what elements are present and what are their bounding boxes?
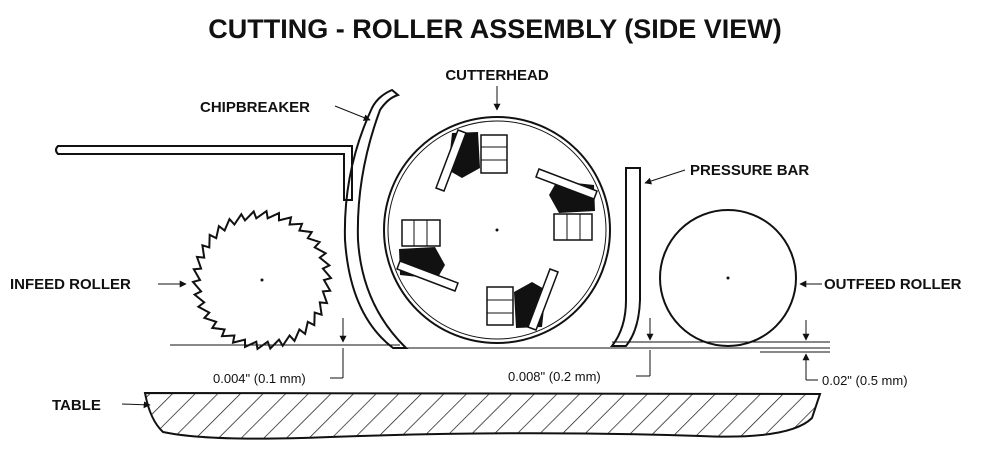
pressure-bar-dimension-text: 0.008" (0.2 mm) — [508, 369, 601, 384]
chipbreaker-leader — [334, 105, 371, 121]
cutterhead-knife — [486, 268, 559, 331]
table — [143, 391, 822, 440]
diagram-title: CUTTING - ROLLER ASSEMBLY (SIDE VIEW) — [208, 14, 782, 44]
pressure-bar — [609, 167, 641, 347]
outfeed-roller-label: OUTFEED ROLLER — [824, 276, 962, 293]
cutterhead-label: CUTTERHEAD — [445, 67, 548, 84]
pressure-bar-dimension: 0.008" (0.2 mm) — [508, 318, 654, 384]
pressure-bar-label: PRESSURE BAR — [690, 162, 809, 179]
infeed-dimension: 0.004" (0.1 mm) — [213, 318, 347, 386]
cutterhead-knife — [435, 129, 508, 192]
table-leader — [121, 401, 151, 409]
pressure-bar-leader — [644, 169, 686, 185]
infeed-dimension-text: 0.004" (0.1 mm) — [213, 371, 306, 386]
infeed-roller-label: INFEED ROLLER — [10, 276, 131, 293]
table-label: TABLE — [52, 397, 101, 414]
chipbreaker — [343, 88, 409, 349]
outfeed-dimension-text: 0.02" (0.5 mm) — [822, 373, 908, 388]
infeed-roller — [191, 209, 333, 351]
top-bar — [55, 145, 353, 201]
cutterhead-knife — [396, 219, 459, 292]
cutterhead-knife — [535, 168, 598, 241]
outfeed-roller — [659, 209, 797, 347]
chipbreaker-label: CHIPBREAKER — [200, 99, 310, 116]
cutterhead — [383, 116, 611, 344]
outfeed-dimension: 0.02" (0.5 mm) — [802, 320, 908, 388]
